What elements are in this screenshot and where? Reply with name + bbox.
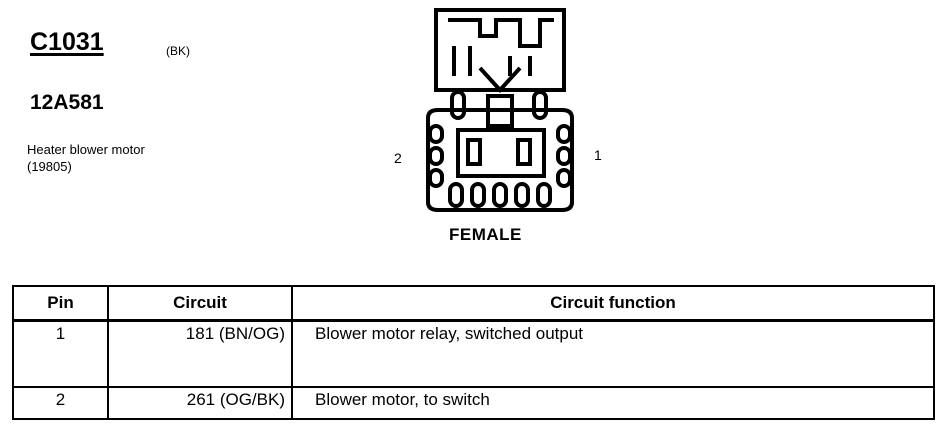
pin-label-2: 2	[394, 150, 402, 166]
side-ribs	[428, 124, 572, 188]
pin-1-cavity	[516, 138, 532, 166]
table-row: 1 181 (BN/OG) Blower motor relay, switch…	[12, 319, 935, 388]
function-cell: Blower motor relay, switched output	[291, 319, 935, 388]
header-circuit: Circuit	[107, 285, 293, 322]
connector-id: C1031	[30, 28, 104, 56]
bottom-ribs	[448, 182, 552, 208]
function-cell: Blower motor, to switch	[291, 386, 935, 420]
connector-latch	[434, 8, 566, 93]
header-circuit-function: Circuit function	[291, 285, 935, 322]
part-number: 12A581	[30, 91, 104, 114]
terminal-block	[456, 128, 546, 178]
circuit-cell: 181 (BN/OG)	[107, 319, 293, 388]
pin-2-cavity	[466, 138, 482, 166]
pin-cell: 2	[12, 386, 109, 420]
connector-color-code: (BK)	[166, 44, 190, 58]
upper-terminal-slots	[450, 90, 548, 128]
header-pin: Pin	[12, 285, 109, 322]
connector-face-diagram	[426, 8, 574, 212]
pin-table: Pin Circuit Circuit function 1 181 (BN/O…	[12, 285, 935, 420]
connector-gender: FEMALE	[449, 225, 522, 244]
table-header-row: Pin Circuit Circuit function	[12, 285, 935, 322]
pin-label-1: 1	[594, 147, 602, 163]
circuit-cell: 261 (OG/BK)	[107, 386, 293, 420]
pin-cell: 1	[12, 319, 109, 388]
component-description: Heater blower motor (19805)	[27, 142, 145, 174]
table-row: 2 261 (OG/BK) Blower motor, to switch	[12, 386, 935, 420]
connector-housing	[426, 108, 574, 212]
